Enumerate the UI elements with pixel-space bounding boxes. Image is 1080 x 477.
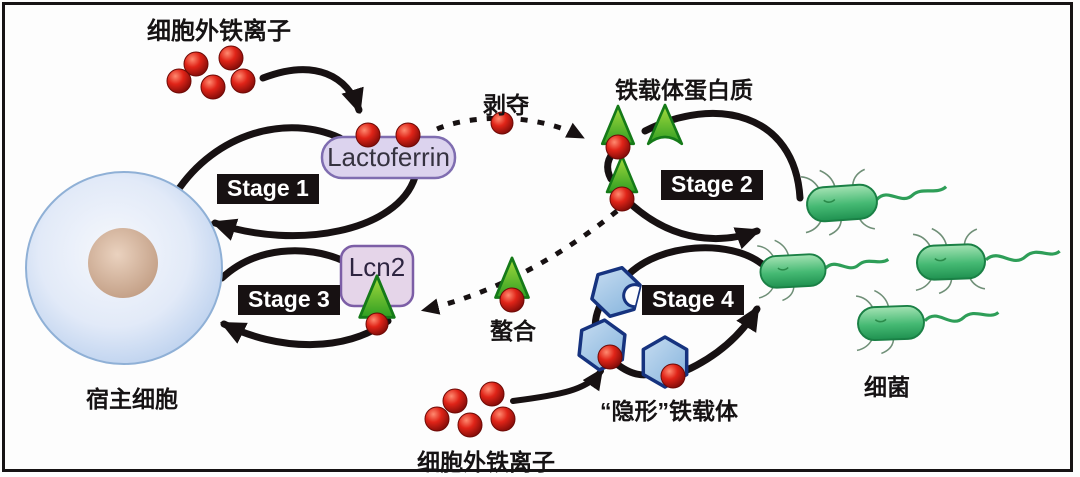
iron-ion	[499, 287, 525, 313]
host-cell	[25, 171, 223, 365]
label-bacteria: 细菌	[864, 374, 910, 400]
arc-stage3-out	[218, 247, 348, 282]
arrow-stage2-to-bacteria	[628, 201, 762, 250]
label-host-cell: 宿主细胞	[86, 386, 178, 412]
label-extracellular-iron-bottom: 细胞外铁离子	[417, 449, 555, 475]
iron-ion	[355, 122, 381, 148]
iron-ion	[365, 312, 389, 336]
arrow-iron-to-stealth	[510, 367, 604, 404]
iron-ion	[660, 363, 686, 389]
arrow-stage3-return	[220, 317, 392, 349]
bacterium	[855, 289, 1000, 355]
iron-ion-cluster-bottom	[424, 381, 516, 438]
arrow-stage1-return	[210, 173, 419, 241]
arrow-iron-to-lactoferrin	[259, 66, 364, 115]
dashed-arrow-chelation	[420, 209, 619, 315]
iron-ion	[597, 344, 623, 370]
nucleus	[88, 228, 158, 298]
label-siderophore-protein: 铁载体蛋白质	[615, 77, 753, 103]
bacterium	[800, 168, 948, 236]
stage-3-badge: Stage 3	[238, 285, 340, 315]
label-chelation: 螯合	[490, 318, 536, 344]
bacterium	[757, 239, 890, 302]
iron-ion	[605, 134, 631, 160]
stage-1-badge: Stage 1	[217, 174, 319, 204]
label-stealth-siderophore: “隐形”铁载体	[600, 398, 738, 424]
iron-ion	[490, 111, 514, 135]
arc-stage4-out	[624, 244, 766, 279]
iron-ion	[609, 186, 635, 212]
label-extracellular-iron-top: 细胞外铁离子	[147, 18, 291, 45]
lactoferrin-box	[320, 135, 457, 180]
iron-ion	[395, 122, 421, 148]
arc-stage1-out	[172, 124, 344, 197]
stage-2-badge: Stage 2	[661, 170, 763, 200]
stage-4-badge: Stage 4	[642, 285, 744, 315]
arrow-stage4-to-bacteria	[681, 305, 761, 375]
lactoferrin-label: Lactoferrin	[327, 142, 450, 172]
bacterium	[912, 227, 1061, 295]
siderophore-icon	[646, 103, 684, 146]
label-deprivation: 剥夺	[483, 92, 529, 118]
lcn2-label: Lcn2	[348, 251, 406, 282]
iron-ion-cluster-top	[166, 45, 256, 100]
